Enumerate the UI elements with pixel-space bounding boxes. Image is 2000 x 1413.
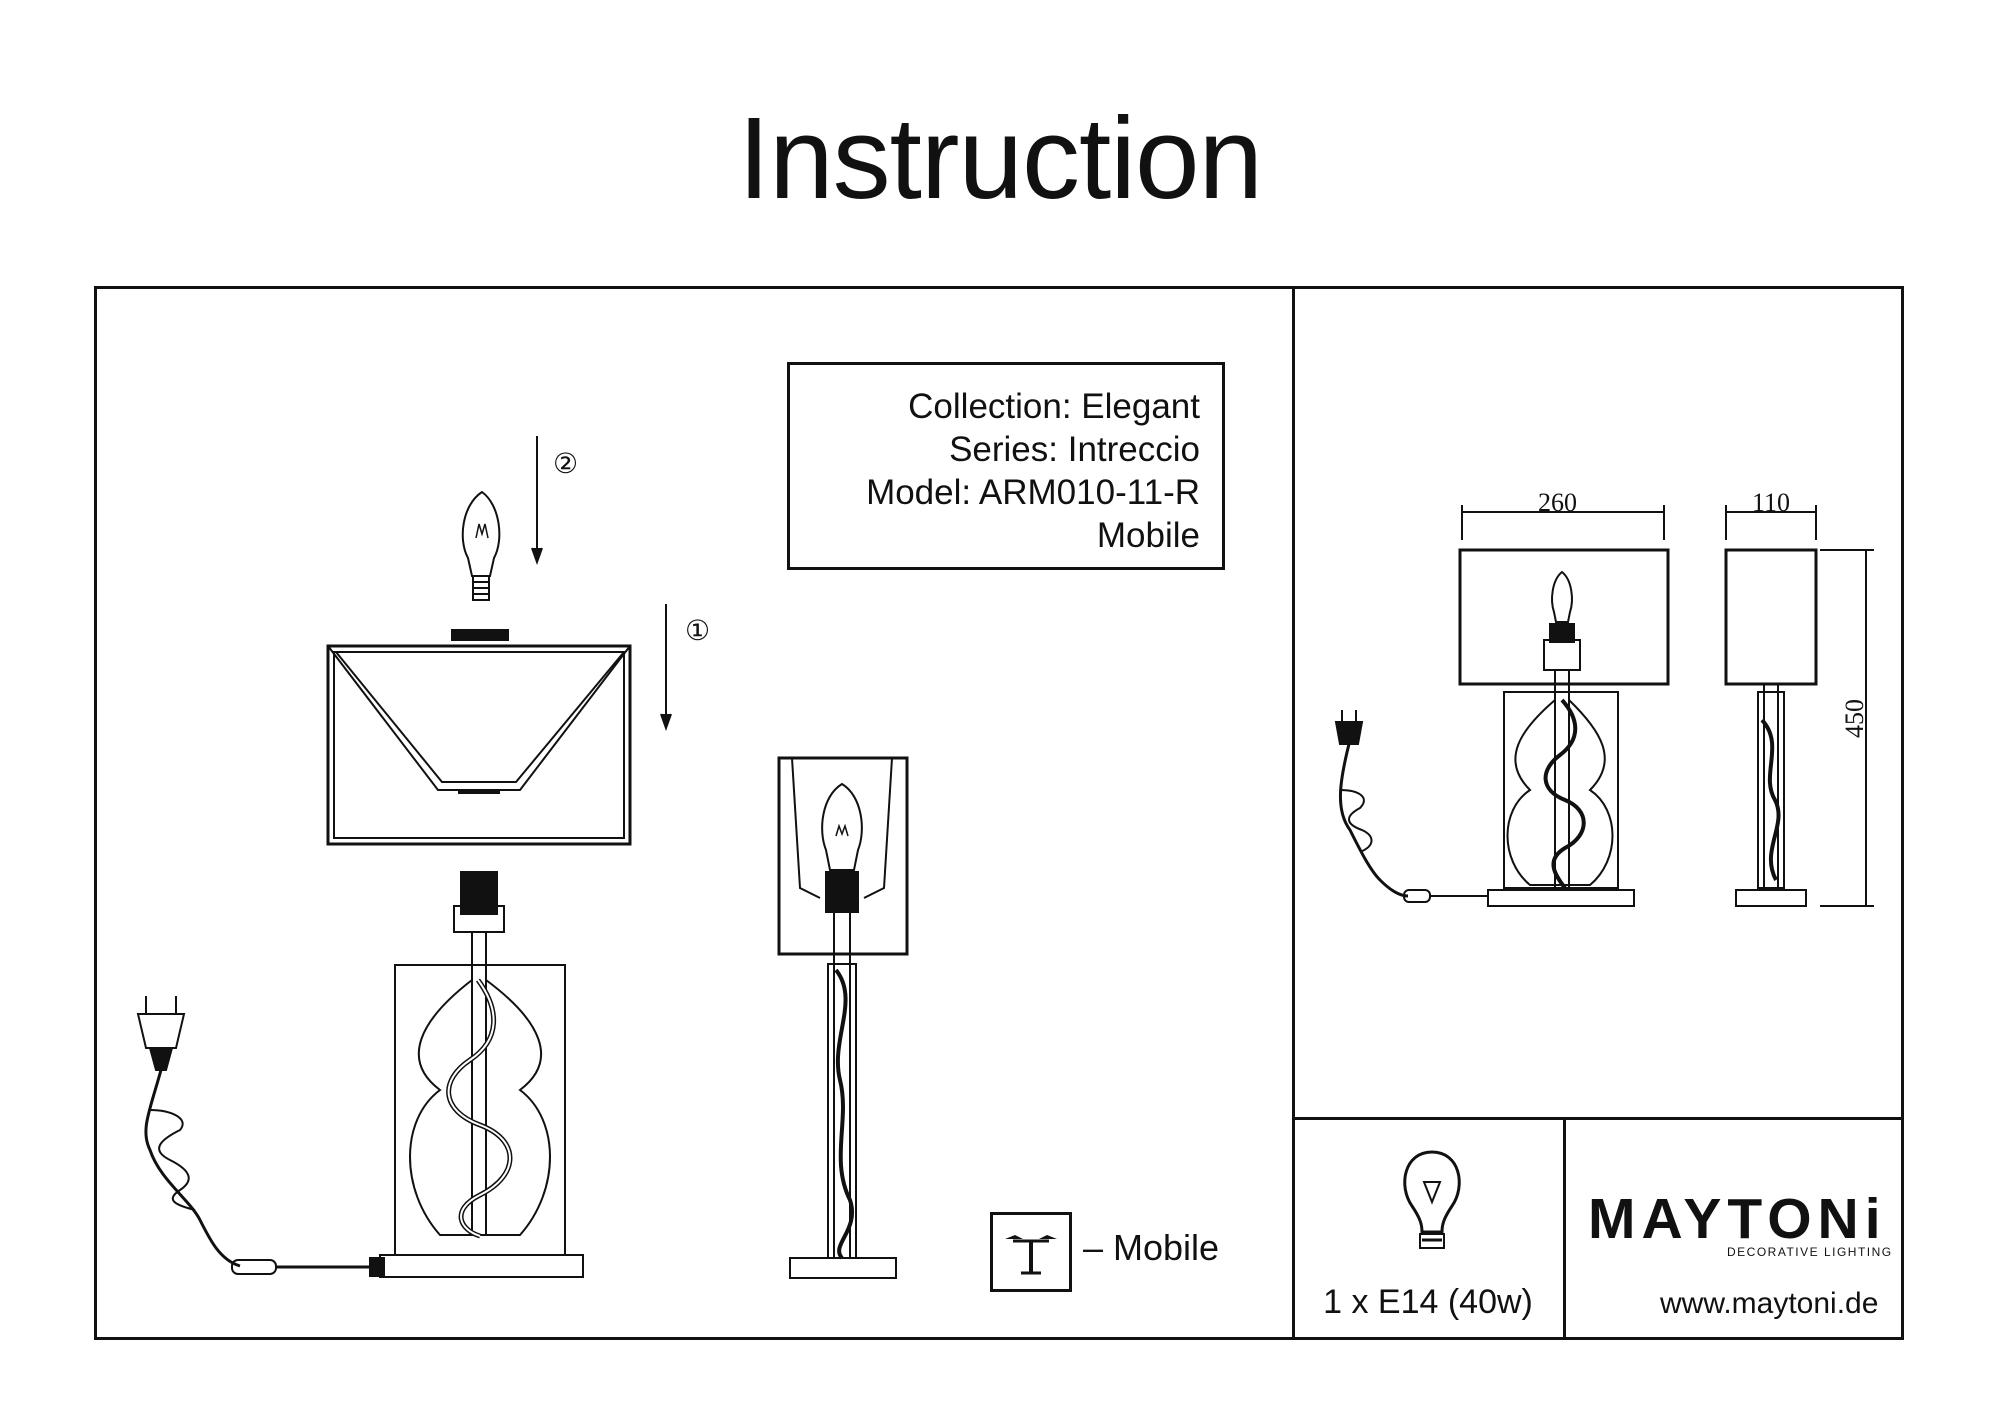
brand-tagline: DECORATIVE LIGHTING — [1727, 1245, 1893, 1259]
collection-label: Collection: Elegant — [908, 387, 1200, 426]
bulb-spec-label: 1 x E14 (40w) — [1323, 1283, 1533, 1321]
step-1-marker: ① — [685, 616, 711, 647]
brand-logo: MAYTONi — [1588, 1187, 1887, 1251]
model-label: Model: ARM010-11-R — [866, 473, 1200, 512]
mobile-switch-icon — [990, 1212, 1072, 1292]
variant-label: Mobile — [1096, 516, 1200, 555]
divider-vertical-footer — [1563, 1117, 1566, 1340]
mobile-legend-label: – Mobile — [1083, 1227, 1220, 1268]
product-info-box: Collection: Elegant Series: Intreccio Mo… — [787, 362, 1225, 570]
divider-vertical-main — [1292, 286, 1295, 1340]
step-2-marker: ② — [553, 449, 579, 480]
divider-horizontal-footer — [1292, 1117, 1904, 1120]
series-label: Series: Intreccio — [949, 430, 1200, 469]
brand-url: www.maytoni.de — [1660, 1287, 1879, 1320]
instruction-frame — [94, 286, 1904, 1340]
page-title: Instruction — [737, 93, 1263, 223]
